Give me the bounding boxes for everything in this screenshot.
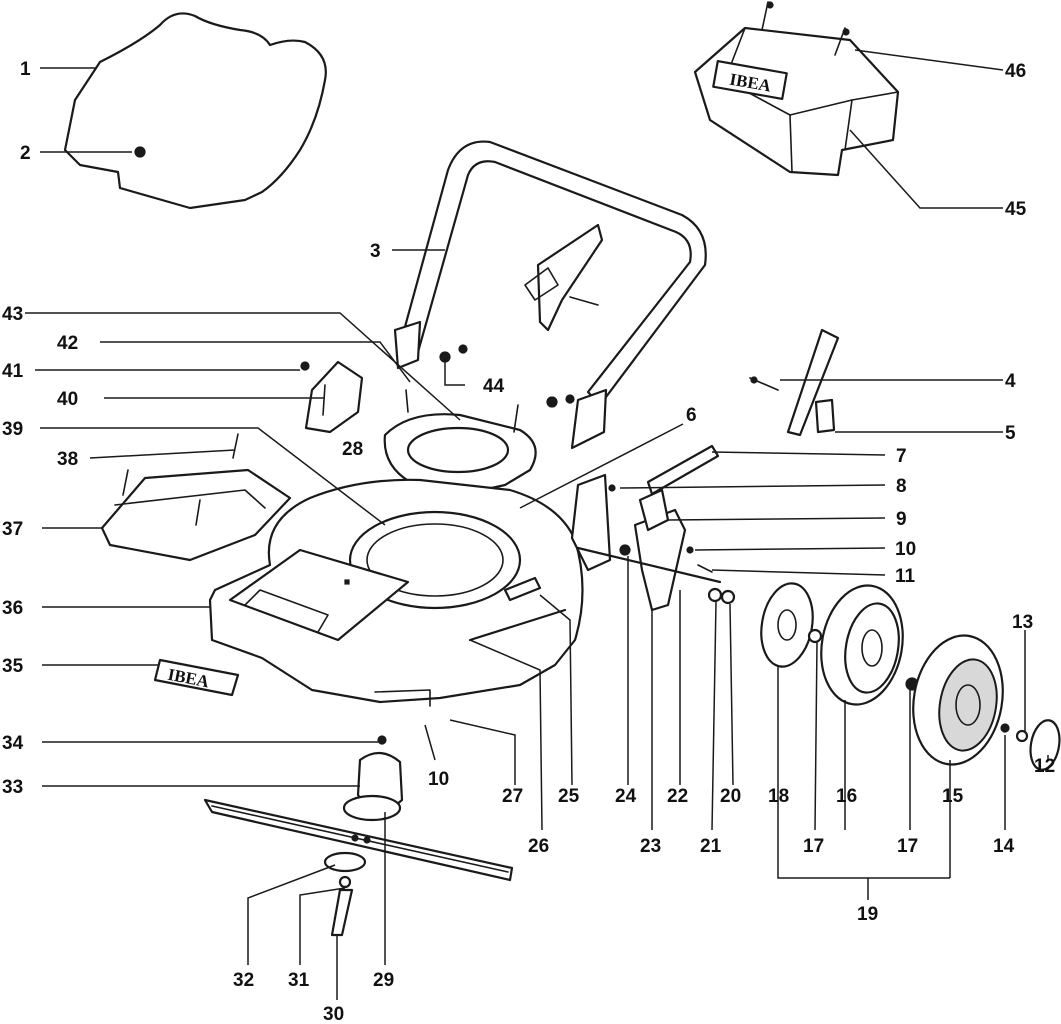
callout-9: 9 [896,509,907,530]
callout-2: 2 [20,143,31,164]
callout-10-lower: 10 [428,769,449,790]
part-4-lever [749,328,840,437]
callout-21: 21 [700,836,722,857]
callout-33: 33 [2,777,23,798]
callout-5: 5 [1005,423,1016,444]
part-36-deck [208,478,584,707]
callout-31: 31 [288,970,310,991]
callout-37: 37 [2,519,23,540]
part-wheel-assembly [760,582,1061,771]
callout-19: 19 [857,904,878,925]
callout-6: 6 [686,405,697,426]
callout-45: 45 [1005,199,1027,220]
part-28-bracket [300,360,364,434]
callout-44: 44 [483,376,505,397]
part-right-frame [570,444,736,612]
callout-17: 17 [803,836,824,857]
callout-14: 14 [993,836,1015,857]
part-30-bolt [330,875,354,937]
callout-3: 3 [370,241,381,262]
callout-16: 16 [836,786,857,807]
callout-12: 12 [1034,756,1055,777]
callout-18: 18 [768,786,789,807]
part-33-blade-hub [342,735,404,822]
callout-17-right: 17 [897,836,918,857]
part-35-badge: IBEA [153,658,240,697]
callout-29: 29 [373,970,394,991]
callout-38: 38 [57,449,78,470]
callout-39: 39 [2,419,23,440]
part-29-blade [203,798,514,882]
callout-34: 34 [2,733,24,754]
callout-25: 25 [558,786,580,807]
part-39-motor-mount [383,389,537,497]
callout-23: 23 [640,836,661,857]
callout-36: 36 [2,598,23,619]
callout-labels: 1 2 3 4 5 6 7 8 9 10 10 11 12 13 14 15 1… [2,59,1055,1024]
callout-4: 4 [1005,371,1016,392]
callout-13: 13 [1012,612,1033,633]
callout-43: 43 [2,304,23,325]
callout-7: 7 [896,446,907,467]
callout-40: 40 [57,389,78,410]
callout-30: 30 [323,1004,344,1024]
callout-46: 46 [1005,61,1026,82]
callout-42: 42 [57,333,78,354]
callout-11: 11 [895,566,916,587]
part-32-washer [323,851,367,873]
callout-10: 10 [895,539,916,560]
callout-32: 32 [233,970,254,991]
callout-20: 20 [720,786,741,807]
callout-24: 24 [615,786,637,807]
callout-27: 27 [502,786,523,807]
callout-leaders [25,49,1049,1000]
callout-28: 28 [342,439,363,460]
callout-1: 1 [20,59,31,80]
part-1-cover-plate [63,12,327,210]
part-37-grass-flap [100,433,292,562]
callout-8: 8 [896,476,907,497]
callout-26: 26 [528,836,549,857]
part-3-handle [393,140,707,450]
part-45-hood: IBEA [693,1,900,177]
callout-15: 15 [942,786,964,807]
callout-22: 22 [667,786,688,807]
callout-35: 35 [2,656,24,677]
callout-41: 41 [2,361,24,382]
